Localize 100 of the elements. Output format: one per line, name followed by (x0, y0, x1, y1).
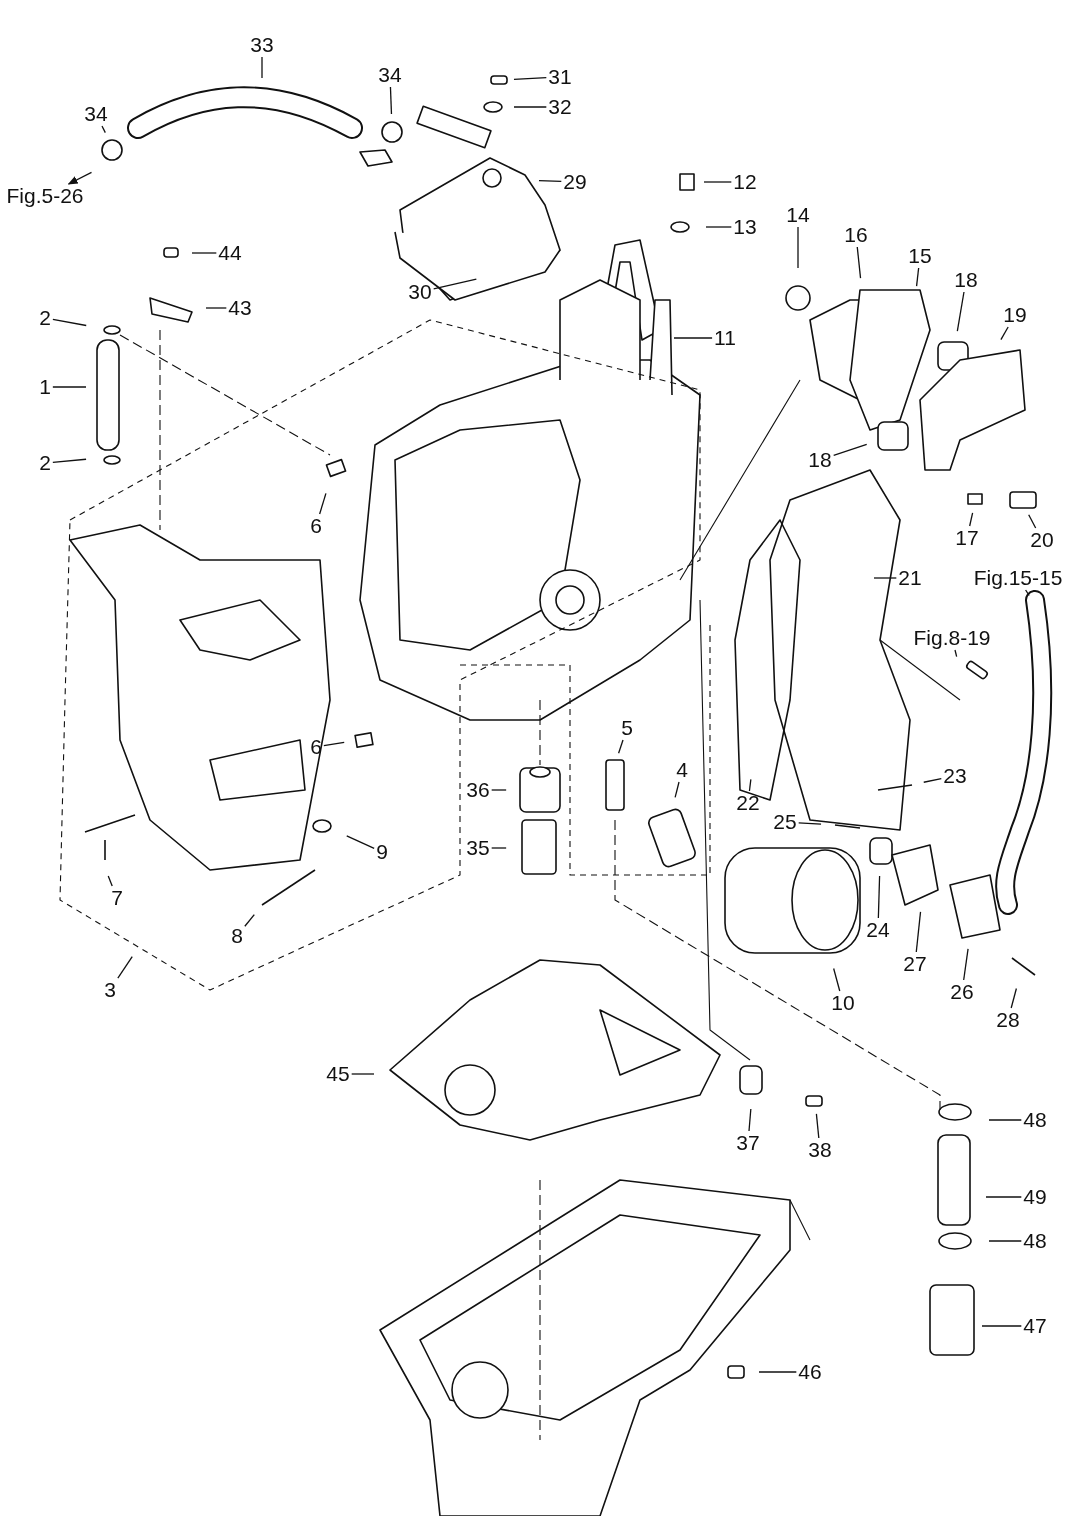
callout-number: 21 (898, 567, 922, 589)
leader-line (956, 291, 965, 332)
leader-line (433, 278, 477, 290)
callout-number: 44 (218, 242, 242, 264)
callout-number: 16 (844, 224, 868, 246)
callout-number: 7 (111, 887, 123, 909)
callout-number: 24 (866, 919, 890, 941)
callout-number: 43 (228, 297, 252, 319)
callout-number: 29 (563, 171, 587, 193)
leader-line (988, 1240, 1022, 1242)
leader-line (988, 1119, 1022, 1121)
leader-line (491, 847, 507, 849)
callout-number: 2 (39, 307, 51, 329)
callout-number: Fig.8-19 (913, 627, 991, 649)
leader-line (703, 181, 732, 183)
leader-line (877, 875, 881, 919)
callout-number: 34 (378, 64, 402, 86)
leader-line (52, 386, 87, 388)
callout-number: 3 (104, 979, 116, 1001)
callout-number: 47 (1023, 1315, 1047, 1337)
leader-line (101, 125, 106, 134)
callout-number: 48 (1023, 1109, 1047, 1131)
callout-number: 4 (676, 759, 688, 781)
leader-line (389, 86, 393, 115)
leader-line (244, 913, 255, 927)
leader-line (205, 307, 227, 309)
callout-number: 49 (1023, 1186, 1047, 1208)
callout-number: 14 (786, 204, 810, 226)
leader-line (815, 1113, 820, 1139)
callout-number: 12 (733, 171, 757, 193)
callout-number: 10 (831, 992, 855, 1014)
callout-number: 2 (39, 452, 51, 474)
leader-line (261, 56, 263, 79)
callout-number: 23 (943, 765, 967, 787)
leader-line (513, 106, 547, 108)
leader-line (323, 741, 345, 747)
leader-line (915, 911, 922, 953)
callout-number: 31 (548, 66, 572, 88)
leader-line (1000, 326, 1009, 341)
callout-number: 19 (1003, 304, 1027, 326)
leader-line (969, 512, 974, 527)
leader-line (351, 1073, 375, 1075)
leader-line (856, 246, 862, 279)
leader-line (107, 875, 113, 887)
callout-number: 28 (996, 1009, 1020, 1031)
leader-line (346, 835, 375, 850)
leader-line (513, 77, 547, 80)
leader-line (117, 956, 133, 979)
callout-number: 1 (39, 376, 51, 398)
callout-number: 6 (310, 515, 322, 537)
callout-number: 46 (798, 1361, 822, 1383)
callout-number: 11 (714, 327, 736, 349)
callout-number: 45 (326, 1063, 350, 1085)
leader-line (538, 179, 562, 183)
leader-line (963, 948, 969, 981)
leader-line (491, 789, 507, 791)
callout-number: 6 (310, 736, 322, 758)
leader-line (915, 267, 920, 287)
leader-line (319, 492, 327, 515)
callout-number: 38 (808, 1139, 832, 1161)
leader-line (833, 967, 841, 992)
callout-number: 8 (231, 925, 243, 947)
callout-number: 22 (736, 792, 760, 814)
leader-line (873, 577, 897, 579)
leader-line (617, 739, 624, 754)
leader-line (674, 781, 680, 799)
callout-number: Fig.5-26 (6, 185, 84, 207)
leader-line (52, 458, 87, 463)
callout-number: 27 (903, 953, 927, 975)
callout-number: 18 (954, 269, 978, 291)
callout-number: 15 (908, 245, 932, 267)
callout-number: 33 (250, 34, 274, 56)
callout-number: 30 (408, 281, 432, 303)
callout-number: 34 (84, 103, 108, 125)
leader-line (748, 1108, 752, 1132)
leader-line (748, 778, 752, 792)
leader-line (1010, 987, 1018, 1009)
leader-line (954, 649, 958, 658)
leader-line (673, 337, 713, 339)
callout-number: 26 (950, 981, 974, 1003)
callout-number: 48 (1023, 1230, 1047, 1252)
callout-number: 32 (548, 96, 572, 118)
leader-line (191, 252, 217, 254)
leader-line (52, 318, 87, 327)
leader-line (705, 226, 732, 228)
leader-line (798, 822, 822, 825)
leader-line (797, 226, 799, 269)
callout-number: 37 (736, 1132, 760, 1154)
leader-line (923, 778, 942, 783)
leader-line (833, 443, 868, 457)
callout-number: 18 (808, 449, 832, 471)
callout-number: 36 (466, 779, 490, 801)
callout-number: 13 (733, 216, 757, 238)
leader-line (1025, 589, 1030, 597)
callout-number: 35 (466, 837, 490, 859)
callout-number: 5 (621, 717, 633, 739)
leader-line (985, 1196, 1022, 1198)
leader-line (1028, 514, 1037, 529)
callout-number: 25 (773, 811, 797, 833)
leader-line (981, 1325, 1022, 1327)
